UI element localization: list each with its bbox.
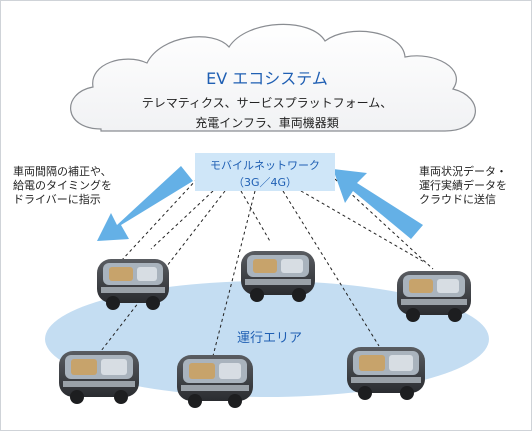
left-arrow [97,166,193,241]
right-arrow [333,169,423,239]
left-note-line-2: 給電のタイミングを [13,179,112,192]
mobile-network-box [195,153,335,191]
right-note-line-2: 運行実績データを [419,179,507,192]
right-note-line-1: 車両状況データ・ [419,165,507,178]
network-links [100,178,434,357]
vehicle-4 [59,351,139,404]
cloud-description-line-1: テレマティクス、サービスプラットフォーム、 [141,96,393,110]
cloud-description-line-2: 充電インフラ、車両機器類 [195,116,339,130]
left-note-line-1: 車両間隔の補正や、 [13,165,112,178]
network-label-line-2: （3G／4G） [232,176,298,189]
network-label-line-1: モバイルネットワーク [210,159,320,172]
operation-area-label: 運行エリア [237,331,303,346]
vehicle-1 [97,259,169,310]
vehicle-2 [241,251,315,302]
cloud-title: EV エコシステム [206,69,328,88]
right-note-line-3: クラウドに送信 [419,193,496,206]
left-note-line-3: ドライバーに指示 [13,193,101,206]
vehicle-6 [347,347,425,400]
cloud-shape [70,23,476,132]
vehicle-3 [397,271,471,322]
vehicle-5 [177,355,253,408]
